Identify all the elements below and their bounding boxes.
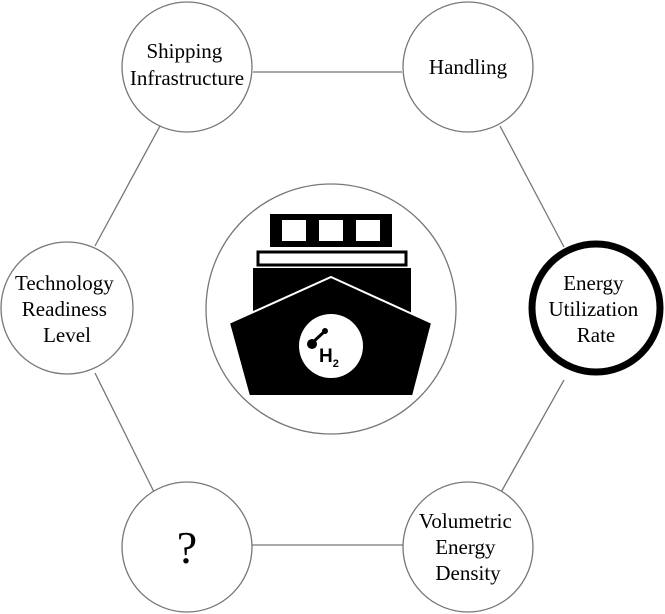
label-handling: Handling <box>429 55 508 79</box>
label-energy-utilization-rate: Energy Utilization Rate <box>548 271 643 347</box>
edge-energy-volumetric <box>499 379 565 495</box>
node-handling <box>402 1 534 133</box>
hydrogen-ship-icon <box>227 214 434 397</box>
node-technology-readiness-level <box>0 241 134 375</box>
node-energy-utilization-rate <box>528 240 664 376</box>
label-technology-readiness-level: Technology Readiness Level <box>15 271 119 347</box>
edge-technology-shipping <box>94 125 161 247</box>
h2-label: H2 <box>319 346 339 370</box>
node-unknown <box>121 481 253 613</box>
edge-unknown-technology <box>94 372 156 495</box>
label-shipping-infrastructure: Shipping Infrastructure <box>130 39 244 90</box>
edge-handling-energy <box>499 125 565 248</box>
node-shipping-infrastructure <box>121 1 253 133</box>
node-volumetric-energy-density <box>402 481 534 613</box>
label-unknown: ? <box>177 522 197 573</box>
connector-lines <box>94 71 565 546</box>
label-volumetric-energy-density: Volumetric Energy Density <box>419 509 517 585</box>
